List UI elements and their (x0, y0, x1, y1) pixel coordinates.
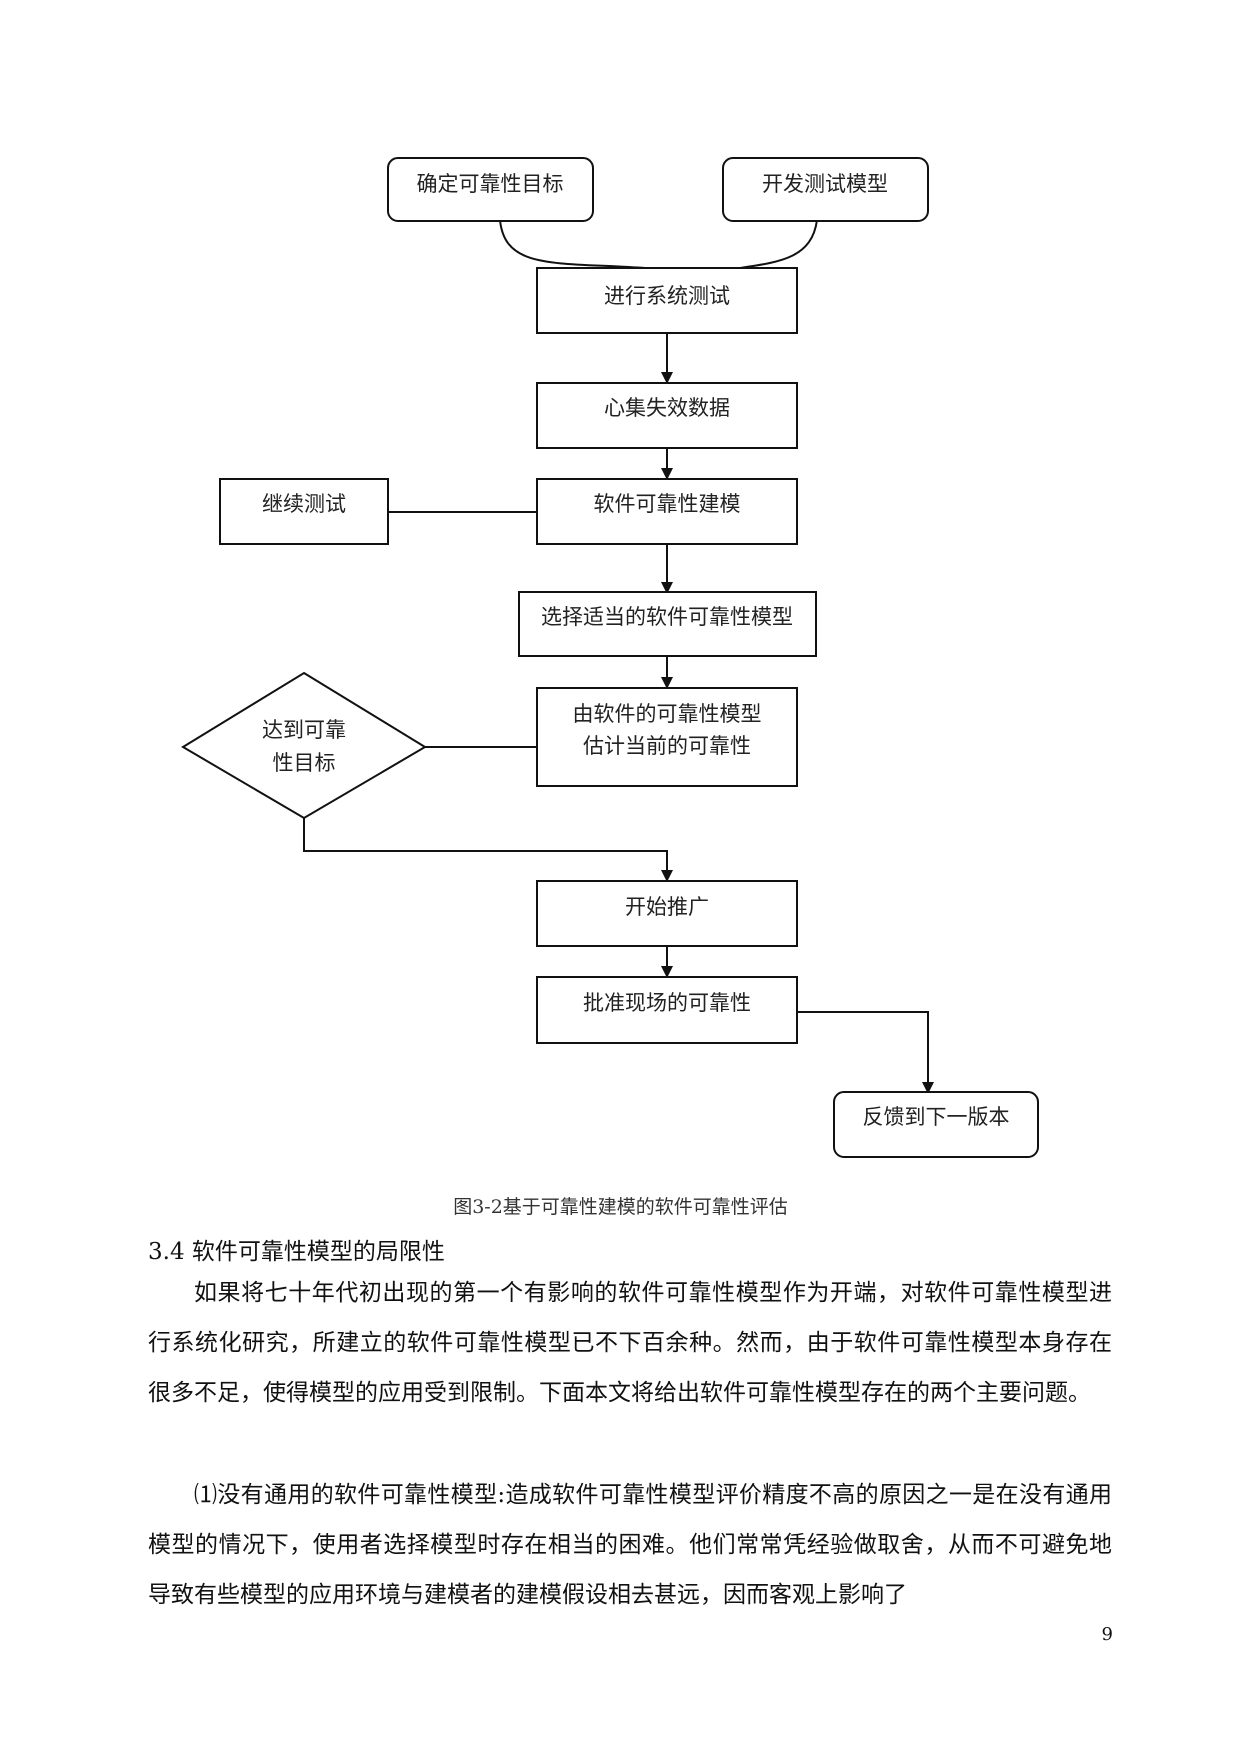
node-feedback-label: 反馈到下一版本 (863, 1105, 1010, 1129)
node-decision-label-2: 性目标 (273, 751, 336, 775)
node-estimate-label-1: 由软件的可靠性模型 (573, 702, 762, 726)
node-promote-box (536, 880, 798, 947)
figure-caption: 图3-2基于可靠性建模的软件可靠性评估 (453, 1196, 788, 1218)
node-goal-box (387, 157, 594, 222)
node-promote-label: 开始推广 (625, 895, 709, 919)
arrow-decision-to-promote (303, 818, 673, 882)
node-approve-label: 批准现场的可靠性 (583, 991, 751, 1015)
node-select-box (518, 591, 817, 657)
node-decision-diamond (181, 671, 427, 820)
section-heading: 3.4 软件可靠性模型的局限性 (148, 1239, 445, 1265)
node-model-dev-box (722, 157, 929, 222)
node-feedback-box (833, 1091, 1039, 1158)
node-select-label: 选择适当的软件可靠性模型 (541, 605, 793, 629)
node-modeling-label: 软件可靠性建模 (594, 492, 741, 516)
node-approve-box (536, 976, 798, 1044)
node-goal-label: 确定可靠性目标 (417, 172, 564, 196)
flowchart-figure: 确定可靠性目标 开发测试模型 进行系统测试 心集失效数据 软件可靠性建模 继续测… (181, 157, 1039, 1158)
node-collect-box (536, 382, 798, 449)
curve-goal-to-test (499, 219, 646, 269)
node-system-test-box (536, 267, 798, 334)
paragraph-issue-1: ⑴没有通用的软件可靠性模型:造成软件可靠性模型评价精度不高的原因之一是在没有通用… (148, 1482, 1112, 1608)
page-number: 9 (1101, 1624, 1113, 1645)
node-collect-label: 心集失效数据 (604, 396, 730, 420)
arrow-approve-to-feedback (797, 1011, 934, 1094)
node-estimate-box (536, 687, 798, 787)
node-estimate-label-2: 估计当前的可靠性 (583, 734, 751, 758)
curve-model-to-test (739, 219, 818, 269)
node-modeling-box (536, 478, 798, 545)
paragraph-intro: 如果将七十年代初出现的第一个有影响的软件可靠性模型作为开端，对软件可靠性模型进行… (148, 1280, 1112, 1406)
node-model-dev-label: 开发测试模型 (762, 172, 888, 196)
node-continue-label: 继续测试 (262, 492, 346, 516)
node-system-test-label: 进行系统测试 (604, 284, 730, 308)
node-continue-box (219, 478, 389, 545)
node-decision-label-1: 达到可靠 (262, 718, 346, 742)
